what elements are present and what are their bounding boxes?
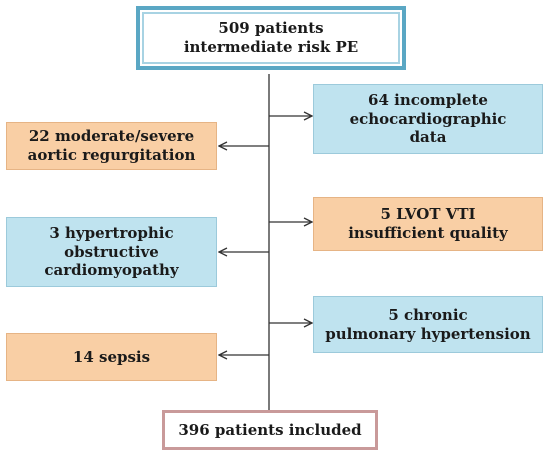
- exclusion-pulmonary-hypertension-label: 5 chronic pulmonary hypertension: [325, 305, 531, 343]
- exclusion-lvot-vti-label: 5 LVOT VTI insufficient quality: [348, 205, 508, 242]
- exclusion-cardiomyopathy-label: 3 hypertrophic obstructive cardiomyopath…: [44, 223, 179, 280]
- exclusion-aortic-regurgitation-box: 22 moderate/severe aortic regurgitation: [6, 122, 217, 170]
- final-cohort-box: 396 patients included: [162, 410, 378, 450]
- exclusion-pulmonary-hypertension-box: 5 chronic pulmonary hypertension: [313, 296, 543, 353]
- exclusion-incomplete-data-box: 64 incomplete echocardiographic data: [313, 84, 543, 154]
- exclusion-cardiomyopathy-box: 3 hypertrophic obstructive cardiomyopath…: [6, 217, 217, 287]
- initial-cohort-label: 509 patients intermediate risk PE: [183, 19, 359, 56]
- initial-cohort-box: 509 patients intermediate risk PE: [136, 6, 406, 70]
- exclusion-sepsis-box: 14 sepsis: [6, 333, 217, 381]
- exclusion-lvot-vti-box: 5 LVOT VTI insufficient quality: [313, 197, 543, 251]
- exclusion-aortic-regurgitation-label: 22 moderate/severe aortic regurgitation: [27, 127, 196, 164]
- exclusion-incomplete-data-label: 64 incomplete echocardiographic data: [349, 90, 507, 147]
- final-cohort-label: 396 patients included: [178, 420, 362, 439]
- exclusion-sepsis-label: 14 sepsis: [72, 347, 151, 366]
